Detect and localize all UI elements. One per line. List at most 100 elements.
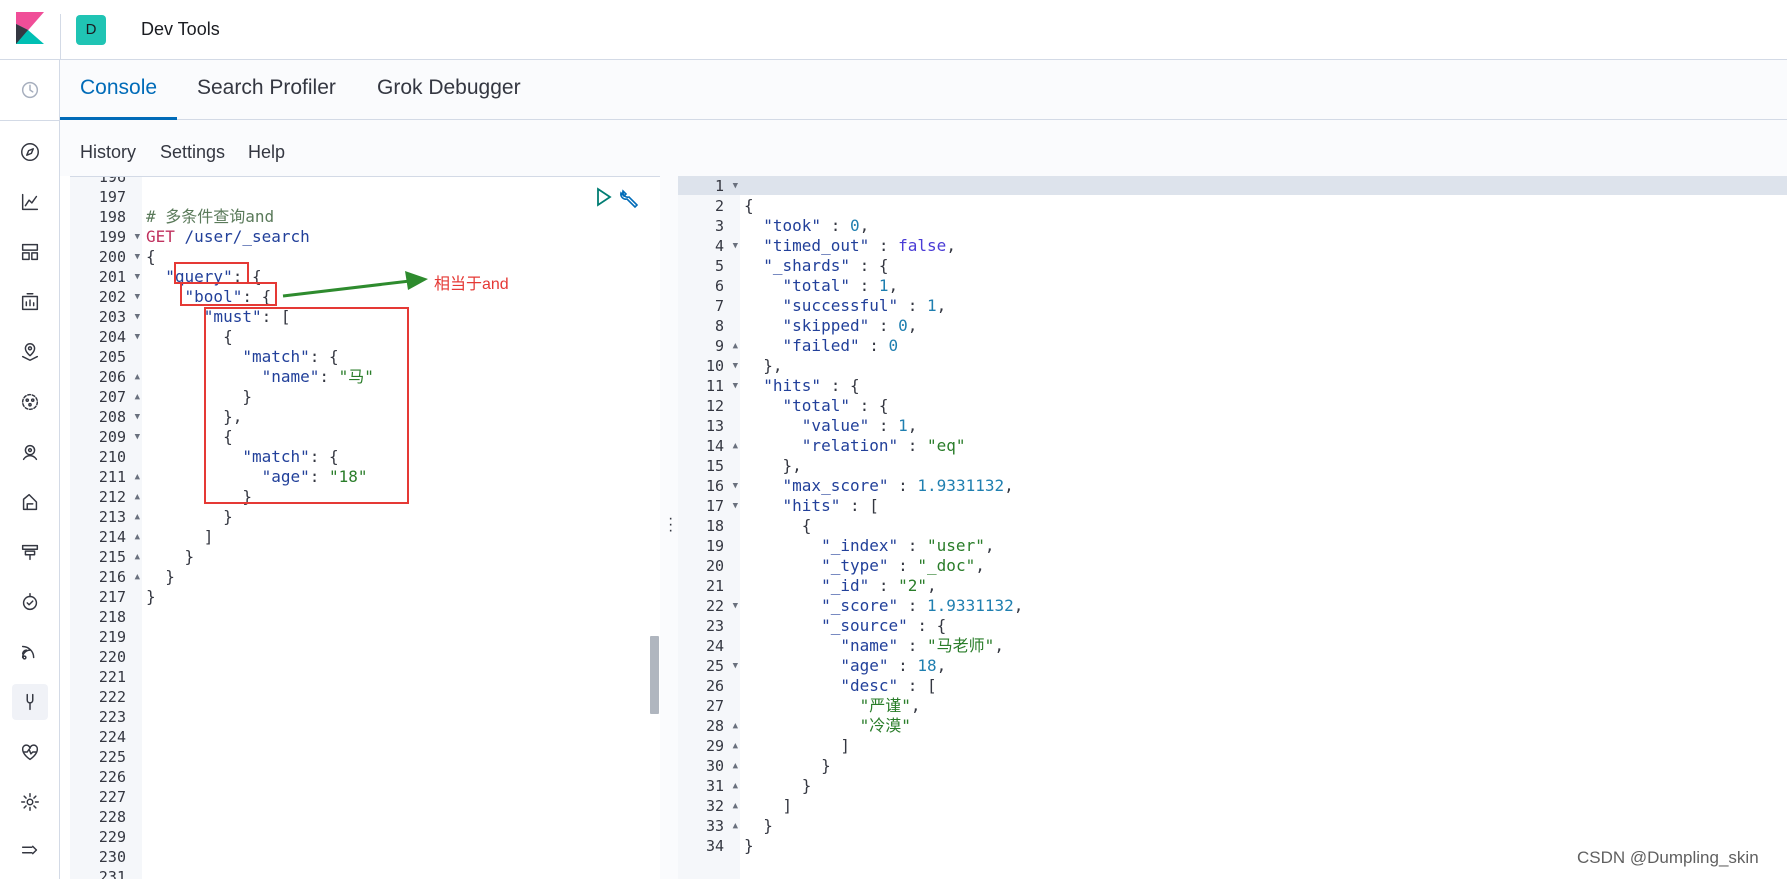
- line-number: 204: [98, 328, 126, 346]
- response-code: { "took" : 0, "timed_out" : false, "_sha…: [744, 196, 1024, 855]
- code-number: 1: [878, 276, 889, 295]
- dev-tools-tabs: Console Search Profiler Grok Debugger: [60, 60, 1787, 120]
- dev-tools-wrench-icon[interactable]: [12, 684, 48, 720]
- canvas-icon[interactable]: [12, 284, 48, 320]
- line-number: 28: [705, 717, 724, 735]
- active-line-highlight: [678, 176, 1787, 195]
- monitoring-icon[interactable]: [12, 734, 48, 770]
- discover-compass-icon[interactable]: [12, 134, 48, 170]
- tab-grok-debugger[interactable]: Grok Debugger: [377, 76, 521, 99]
- recent-clock-icon[interactable]: [12, 72, 48, 108]
- code-key: "hits": [782, 496, 841, 515]
- code-key: "bool": [184, 287, 243, 306]
- line-number: 1: [714, 177, 724, 195]
- line-number: 20: [705, 557, 724, 575]
- line-number: 2: [714, 197, 724, 215]
- kibana-logo-icon[interactable]: [16, 12, 44, 44]
- line-number: 202: [98, 288, 126, 306]
- line-number: 198: [98, 208, 126, 226]
- space-avatar[interactable]: D: [76, 15, 106, 45]
- fold-markers[interactable]: ▼▼▼▼▼▼▲▲▼▼▲▲▲▲▲▲: [134, 232, 140, 582]
- apm-icon[interactable]: [12, 534, 48, 570]
- help-link[interactable]: Help: [248, 142, 286, 162]
- code-key: "_shards": [763, 256, 850, 275]
- wrench-icon[interactable]: [620, 189, 639, 209]
- collapse-menu-icon[interactable]: [12, 832, 48, 868]
- line-number: 22: [705, 597, 724, 615]
- editor-splitter[interactable]: [660, 176, 678, 879]
- line-number: 197: [98, 188, 126, 206]
- settings-link[interactable]: Settings: [160, 142, 226, 162]
- line-number: 200: [98, 248, 126, 266]
- dashboard-icon[interactable]: [12, 234, 48, 270]
- play-icon[interactable]: [597, 187, 612, 207]
- line-number: 25: [705, 657, 724, 675]
- line-number: 211: [98, 468, 126, 486]
- code-string: "eq": [927, 436, 966, 455]
- line-number: 220: [98, 648, 126, 666]
- response-gutter: [678, 176, 740, 879]
- code-key: "name": [840, 636, 899, 655]
- fold-markers[interactable]: ▼▼▲▼▼▲▼▼▼▼▲▲▲▲▲▲: [732, 181, 738, 831]
- line-number: 30: [705, 757, 724, 775]
- line-number: 214: [98, 528, 126, 546]
- siem-icon[interactable]: [12, 634, 48, 670]
- request-actions: [595, 187, 645, 214]
- code-string: "2": [898, 576, 928, 595]
- code-key: "value": [801, 416, 870, 435]
- code-number: 1: [898, 416, 908, 435]
- line-number: 12: [705, 397, 724, 415]
- code-key: "hits": [763, 376, 822, 395]
- code-key: "total": [782, 396, 850, 415]
- line-number: 221: [98, 668, 126, 686]
- code-string: "18": [329, 467, 368, 486]
- history-link[interactable]: History: [80, 142, 137, 162]
- line-number: 24: [705, 637, 724, 655]
- line-number: 17: [705, 497, 724, 515]
- tab-search-profiler[interactable]: Search Profiler: [197, 76, 336, 99]
- line-number: 15: [705, 457, 724, 475]
- annotation-box-conditions: [204, 307, 409, 504]
- line-number: 218: [98, 608, 126, 626]
- line-number: 230: [98, 848, 126, 866]
- machine-learning-icon[interactable]: [12, 384, 48, 420]
- code-key: "match": [242, 347, 310, 366]
- line-number: 209: [98, 428, 126, 446]
- line-number: 19: [705, 537, 724, 555]
- line-number: 27: [705, 697, 724, 715]
- line-number: 10: [705, 357, 724, 375]
- line-number: 217: [98, 588, 126, 606]
- line-number: 4: [714, 237, 724, 255]
- top-header: D Dev Tools: [0, 0, 1787, 60]
- logs-icon[interactable]: [12, 484, 48, 520]
- line-number: 8: [714, 317, 724, 335]
- code-number: 1.9331132: [917, 476, 1005, 495]
- line-number: 226: [98, 768, 126, 786]
- code-key: "must": [203, 307, 262, 326]
- app-title: Dev Tools: [141, 19, 220, 39]
- management-gear-icon[interactable]: [12, 784, 48, 820]
- line-number: 34: [705, 837, 724, 855]
- line-number: 231: [98, 868, 126, 879]
- infrastructure-icon[interactable]: [12, 434, 48, 470]
- nav-separator: [0, 120, 60, 121]
- uptime-icon[interactable]: [12, 584, 48, 620]
- code-number: 1.9331132: [927, 596, 1014, 615]
- side-navigation: [0, 60, 60, 879]
- code-key: "max_score": [782, 476, 889, 495]
- code-string: "_doc": [917, 556, 976, 575]
- maps-icon[interactable]: [12, 334, 48, 370]
- drag-handle-icon[interactable]: ···: [668, 510, 674, 539]
- visualize-chart-icon[interactable]: [12, 184, 48, 220]
- code-key: "_type": [821, 556, 889, 575]
- code-key: "failed": [782, 336, 860, 355]
- request-scrollbar[interactable]: [650, 636, 659, 714]
- line-number: 13: [705, 417, 724, 435]
- code-comment: # 多条件查询and: [146, 207, 275, 226]
- tab-console[interactable]: Console: [80, 76, 158, 99]
- header-separator: [60, 14, 61, 60]
